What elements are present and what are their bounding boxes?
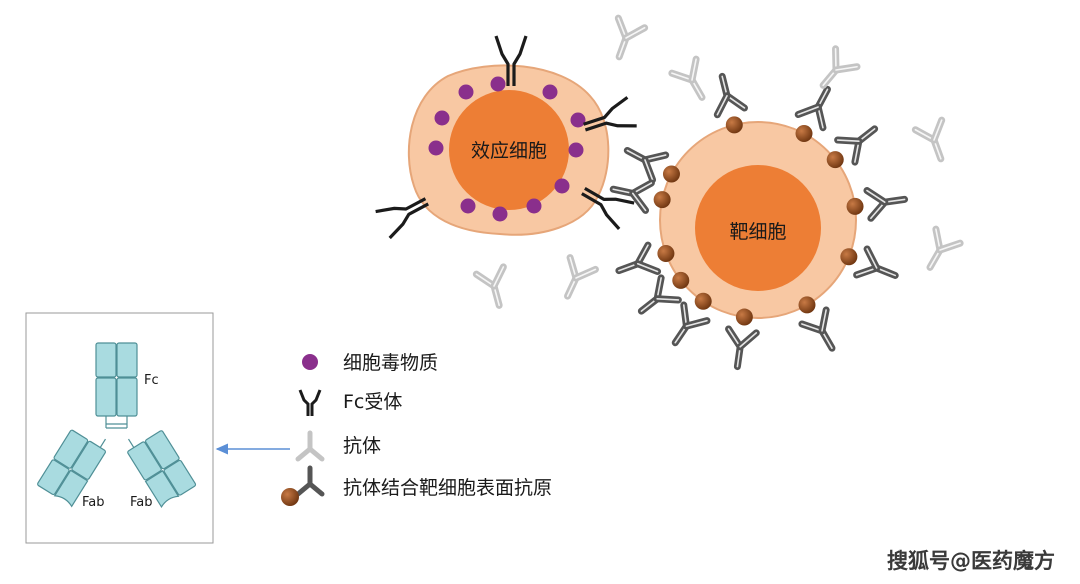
effector-cell: 效应细胞 [409,65,608,234]
free-antibody [915,120,954,163]
bound-antibody-icon [281,468,322,506]
legend: 细胞毒物质 Fc受体 抗体 抗体结合靶细胞表面抗原 [281,352,552,506]
surface-antigen [847,198,864,215]
target-cell: 靶细胞 [660,122,856,318]
surface-antigen [695,293,712,310]
fab-left-label: Fab [82,495,105,510]
surface-antigen [663,165,680,182]
bound-antibody [867,186,907,219]
bound-antibody [709,73,745,115]
free-antibody [476,267,512,309]
surface-antigen [654,191,671,208]
bound-antibody [610,176,651,211]
cytotoxin-granule [461,199,476,214]
cytotoxin-granule [429,141,444,156]
cytotoxin-granule [527,199,542,214]
cytotoxin-granule [555,179,570,194]
cytotoxin-granule [569,143,584,158]
legend-fc-receptor-label: Fc受体 [343,391,402,413]
legend-bound-antibody-label: 抗体结合靶细胞表面抗原 [343,477,552,499]
free-antibody [555,258,596,302]
cytotoxin-granule [543,85,558,100]
antibody-structure-panel: Fc Fab Fab [26,313,213,543]
bound-antibody [724,329,757,369]
watermark: 搜狐号@医药魔方 [887,549,1055,573]
free-antibody [918,229,960,274]
cytotoxin-granule [493,207,508,222]
fc-fragment-label: Fc [144,373,159,388]
cytotoxin-granule [571,113,586,128]
surface-antigen [840,248,857,265]
cytotoxin-granule [459,85,474,100]
free-antibody [606,18,645,61]
free-antibody [812,49,857,95]
surface-antigen [736,309,753,326]
surface-antigen [657,245,674,262]
bound-antibody [614,245,657,284]
legend-antibody-label: 抗体 [343,435,381,457]
free-antibody [672,59,714,104]
surface-antigen [726,116,743,133]
antibody-icon [298,433,322,459]
bound-antibody [857,249,901,288]
bound-antibody [838,118,884,162]
bound-antibody [633,278,679,322]
cytotoxin-granule [435,111,450,126]
cytotoxin-granule [491,77,506,92]
fc-receptor-icon [300,390,320,416]
surface-antigen [672,272,689,289]
effector-cell-label: 效应细胞 [471,140,547,162]
surface-antigen [796,125,813,142]
bound-antibody [621,138,666,180]
surface-antigen [827,151,844,168]
bound-antibody [664,305,707,351]
bound-antibody [798,83,840,128]
target-cell-label: 靶细胞 [729,221,786,243]
surface-antigen [799,296,816,313]
bound-antibody [802,310,844,355]
legend-cytotoxin-label: 细胞毒物质 [343,352,438,374]
fab-right-label: Fab [130,495,153,510]
cytotoxin-dot-icon [302,354,318,370]
